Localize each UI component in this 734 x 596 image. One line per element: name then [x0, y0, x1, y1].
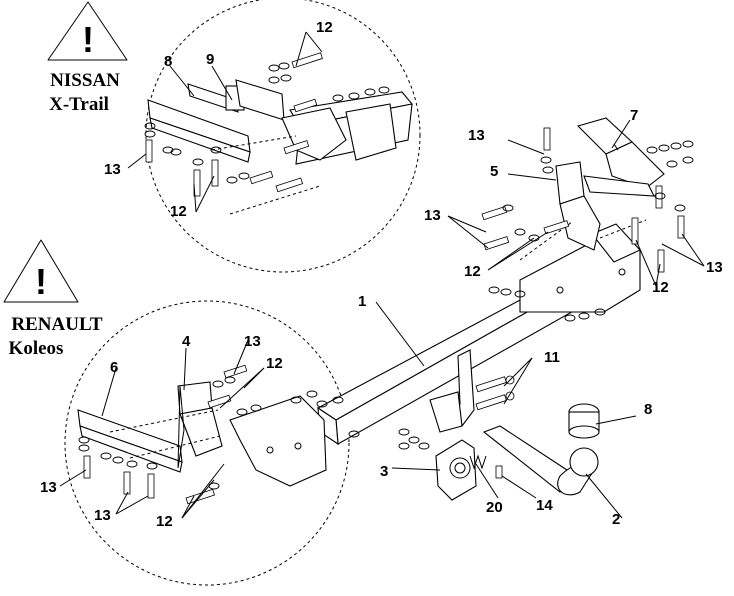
callout-13: 13: [244, 333, 261, 350]
callout-13: 13: [104, 161, 121, 178]
nissan-bracket-assembly: [147, 79, 414, 215]
callout-12: 12: [156, 513, 173, 530]
callout-20: 20: [486, 499, 503, 516]
bracket-5: [519, 161, 655, 261]
callout-14: 14: [536, 497, 553, 514]
callout-13: 13: [706, 259, 723, 276]
ball-cap: [568, 403, 600, 439]
callout-13: 13: [424, 207, 441, 224]
warning-triangle-renault: !: [3, 239, 79, 303]
spring-clip: [469, 454, 487, 470]
callout-7: 7: [630, 107, 638, 124]
renault-bracket-assembly: [77, 381, 223, 473]
callout-6: 6: [110, 359, 118, 376]
callout-2: 2: [612, 511, 620, 528]
leader-lines: [59, 31, 705, 519]
callout-11: 11: [544, 349, 560, 366]
exclamation-icon: !: [82, 19, 94, 60]
nut-group-socket: [398, 428, 430, 450]
callout-12: 12: [316, 19, 333, 36]
tow-ball-neck: [482, 425, 599, 496]
callout-13: 13: [94, 507, 111, 524]
callout-5: 5: [490, 163, 498, 180]
callout-12: 12: [652, 279, 669, 296]
socket-plate: [435, 439, 477, 501]
exclamation-icon: !: [35, 261, 47, 302]
callout-12: 12: [464, 263, 481, 280]
callout-8: 8: [644, 401, 652, 418]
callout-4: 4: [182, 333, 191, 350]
bracket-7: [576, 117, 665, 189]
callout-8: 8: [164, 53, 172, 70]
callout-3: 3: [380, 463, 388, 480]
detail-circle-nissan: [145, 0, 421, 273]
bolts-11: [475, 375, 515, 411]
left-side-plate: [229, 395, 327, 487]
socket-bracket: [429, 349, 475, 433]
locking-pin: [495, 465, 503, 479]
warning-triangle-nissan: !: [47, 1, 128, 61]
callout-13: 13: [40, 479, 57, 496]
car-brand-renault: RENAULT: [11, 314, 102, 335]
right-bolts: [481, 127, 685, 273]
car-brand-nissan: NISSAN: [50, 70, 120, 91]
car-model-koleos: Koleos: [9, 338, 64, 359]
right-side-plate: [519, 223, 641, 313]
callout-12: 12: [170, 203, 187, 220]
car-model-xtrail: X-Trail: [49, 94, 109, 115]
renault-washers-nuts: [78, 376, 360, 490]
nissan-washers-nuts: [144, 62, 390, 184]
callout-9: 9: [206, 51, 214, 68]
callout-1: 1: [358, 293, 366, 310]
detail-circle-renault: [64, 300, 350, 586]
nissan-bolts: [145, 52, 323, 197]
right-washers-nuts: [488, 140, 694, 322]
callout-12: 12: [266, 355, 283, 372]
callout-13: 13: [468, 127, 485, 144]
